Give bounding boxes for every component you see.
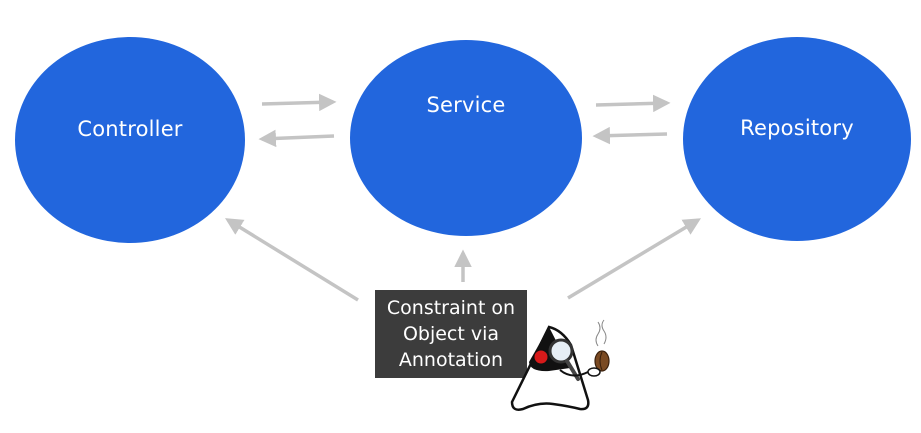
repository-label: Repository — [740, 116, 854, 140]
controller-node: Controller — [15, 37, 245, 243]
constraint-line-2: Object via — [402, 323, 500, 345]
arrow-constraint-to-controller — [225, 218, 359, 302]
arrow-controller-to-service — [261, 93, 337, 112]
arrow-service-to-repository — [595, 94, 671, 113]
service-node: Service — [350, 40, 582, 236]
service-label: Service — [426, 93, 506, 117]
controller-label: Controller — [77, 117, 183, 141]
constraint-line-3: Annotation — [398, 349, 504, 371]
constraint-line-1: Constraint on — [386, 297, 516, 319]
repository-node: Repository — [683, 37, 911, 241]
constraint-box: Constraint on Object via Annotation — [375, 290, 527, 378]
arrow-constraint-to-repository — [567, 218, 702, 300]
arrow-repository-to-service — [592, 126, 668, 145]
arrow-service-to-controller — [258, 129, 335, 148]
